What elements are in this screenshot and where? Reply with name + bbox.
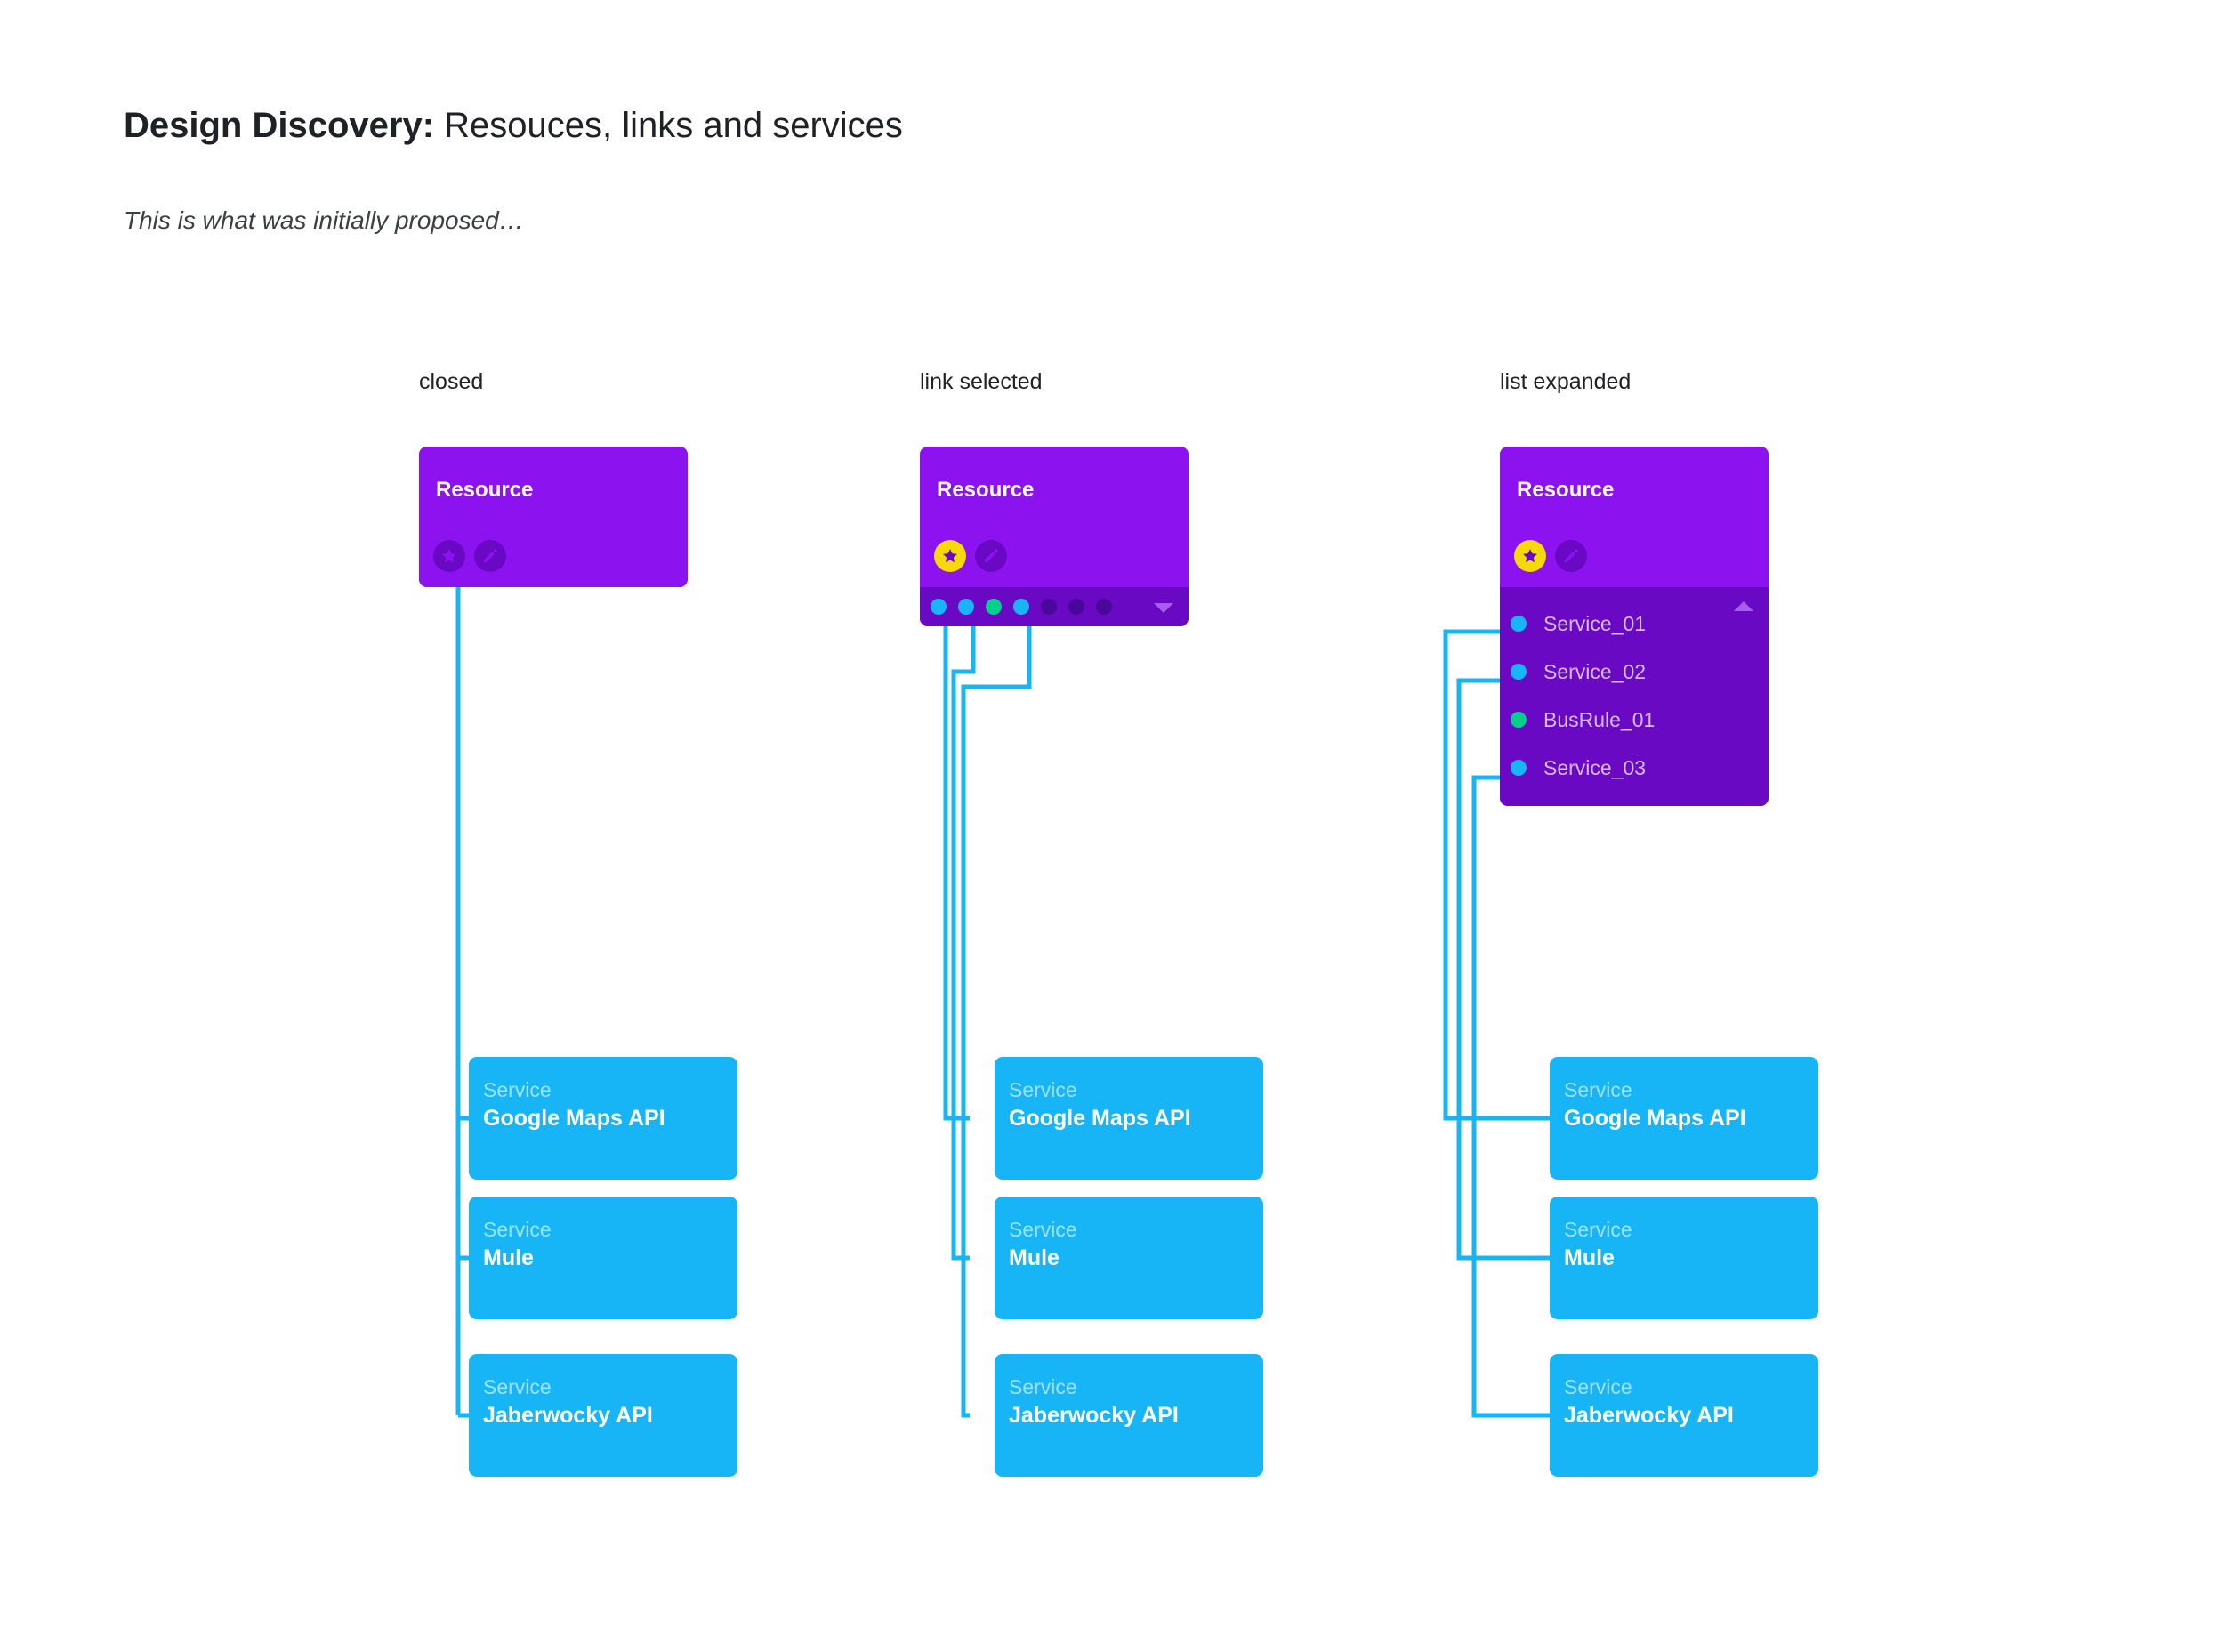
- chevron-up-icon[interactable]: [1734, 601, 1753, 611]
- list-dot-service: [1511, 664, 1527, 680]
- list-item[interactable]: BusRule_01: [1500, 696, 1769, 744]
- list-dot-service: [1511, 760, 1527, 776]
- list-dot-busrule: [1511, 712, 1527, 728]
- service-card[interactable]: Service Mule: [469, 1197, 737, 1319]
- link-dot-empty[interactable]: [1068, 599, 1084, 615]
- service-card-kind: Service: [1564, 1078, 1632, 1101]
- service-card-name: Google Maps API: [1564, 1105, 1746, 1131]
- expanded-service-list: Service_01 Service_02 BusRule_01 Service…: [1500, 587, 1769, 806]
- resource-title: Resource: [937, 478, 1035, 502]
- resource-card-header: Resource: [920, 447, 1189, 587]
- resource-card-header: Resource: [419, 447, 688, 587]
- column-label-closed: closed: [419, 369, 484, 394]
- resource-icon-row: [1514, 540, 1587, 572]
- link-dot-empty[interactable]: [1096, 599, 1112, 615]
- service-card-kind: Service: [483, 1375, 552, 1398]
- wire-service03-to-jaberwocky: [1471, 775, 1550, 1418]
- service-card-kind: Service: [1564, 1375, 1632, 1398]
- list-item-label: Service_02: [1543, 659, 1647, 683]
- service-card-kind: Service: [1009, 1218, 1077, 1241]
- star-icon[interactable]: [433, 540, 465, 572]
- page-title-light: Resouces, links and services: [434, 106, 903, 145]
- resource-card-list-expanded[interactable]: Resource Service_01 Service_02 BusRule_0…: [1500, 447, 1769, 806]
- service-card-kind: Service: [1009, 1078, 1077, 1101]
- service-card-name: Mule: [483, 1245, 534, 1270]
- resource-card-link-selected[interactable]: Resource: [920, 447, 1189, 626]
- list-item[interactable]: Service_02: [1500, 648, 1769, 696]
- link-dot-service[interactable]: [1013, 599, 1029, 615]
- service-card-name: Jaberwocky API: [1564, 1402, 1734, 1428]
- column-label-link-selected: link selected: [920, 369, 1043, 394]
- resource-card-header: Resource: [1500, 447, 1769, 587]
- service-card-name: Mule: [1564, 1245, 1615, 1270]
- page-subtitle: This is what was initially proposed…: [124, 206, 524, 234]
- service-card[interactable]: Service Google Maps API: [469, 1057, 737, 1180]
- column-label-list-expanded: list expanded: [1500, 369, 1632, 394]
- resource-icon-row: [934, 540, 1007, 572]
- service-card[interactable]: Service Google Maps API: [995, 1057, 1263, 1180]
- list-item-label: Service_01: [1543, 611, 1647, 635]
- chevron-down-icon[interactable]: [1154, 603, 1173, 613]
- list-item[interactable]: Service_01: [1500, 600, 1769, 648]
- link-dot-service[interactable]: [958, 599, 974, 615]
- service-card-name: Google Maps API: [483, 1105, 665, 1131]
- service-card-name: Mule: [1009, 1245, 1060, 1270]
- link-dot-strip: [920, 587, 1189, 626]
- service-card[interactable]: Service Mule: [995, 1197, 1263, 1319]
- link-dot-service[interactable]: [931, 599, 947, 615]
- edit-pencil-icon[interactable]: [474, 540, 506, 572]
- star-icon[interactable]: [1514, 540, 1546, 572]
- link-dot-empty[interactable]: [1041, 599, 1057, 615]
- service-card[interactable]: Service Jaberwocky API: [995, 1354, 1263, 1477]
- list-item-label: Service_03: [1543, 755, 1647, 779]
- edit-pencil-icon[interactable]: [1555, 540, 1587, 572]
- edit-pencil-icon[interactable]: [975, 540, 1007, 572]
- page-title: Design Discovery: Resouces, links and se…: [124, 104, 903, 147]
- list-item[interactable]: Service_03: [1500, 744, 1769, 792]
- service-card[interactable]: Service Jaberwocky API: [469, 1354, 737, 1477]
- resource-title: Resource: [436, 478, 534, 502]
- resource-title: Resource: [1517, 478, 1615, 502]
- service-card-kind: Service: [483, 1078, 552, 1101]
- page-title-strong: Design Discovery:: [124, 106, 435, 145]
- service-card[interactable]: Service Mule: [1550, 1197, 1818, 1319]
- service-card-kind: Service: [1009, 1375, 1077, 1398]
- link-dot-busrule[interactable]: [986, 599, 1002, 615]
- wire-link-dot-1-to-google-maps: [943, 623, 970, 1121]
- list-item-label: BusRule_01: [1543, 707, 1656, 731]
- service-card-name: Jaberwocky API: [483, 1402, 653, 1428]
- service-card-name: Jaberwocky API: [1009, 1402, 1179, 1428]
- service-card-name: Google Maps API: [1009, 1105, 1191, 1131]
- service-card[interactable]: Service Google Maps API: [1550, 1057, 1818, 1180]
- service-card[interactable]: Service Jaberwocky API: [1550, 1354, 1818, 1477]
- service-card-kind: Service: [483, 1218, 552, 1241]
- service-card-kind: Service: [1564, 1218, 1632, 1241]
- list-dot-service: [1511, 616, 1527, 632]
- star-icon[interactable]: [934, 540, 966, 572]
- resource-card-closed[interactable]: Resource: [419, 447, 688, 587]
- wire-link-dot-2-to-mule: [951, 623, 976, 1261]
- link-dots: [931, 587, 1112, 626]
- resource-icon-row: [433, 540, 506, 572]
